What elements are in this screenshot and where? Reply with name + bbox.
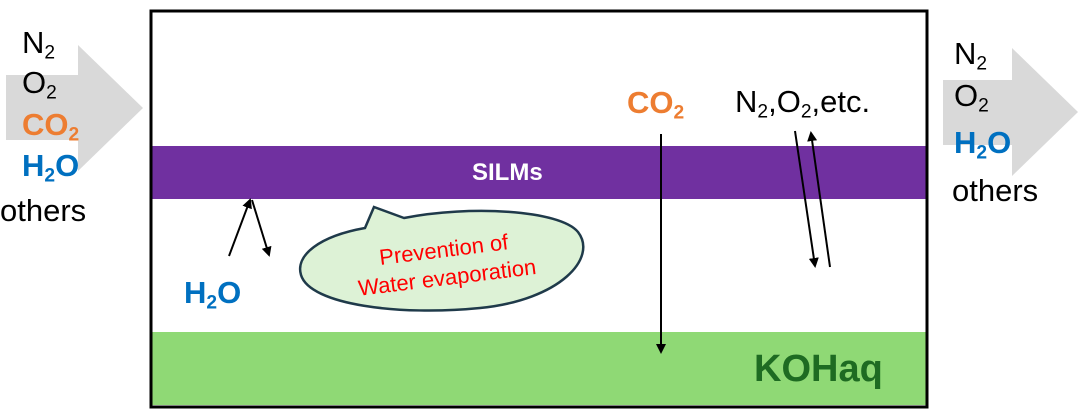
silm-label: SILMs [472,159,543,186]
outlet-h2o-label: H2O [954,125,1012,164]
outlet-o2-label: O2 [954,78,989,117]
silm-membrane-band [152,146,926,199]
h2o-down-arrow [251,199,272,257]
gases-etc-label: N2,O2,etc. [735,84,871,123]
chamber-h2o-label: H2O [184,275,242,314]
outlet-others-label: others [952,173,1039,208]
inlet-h2o-label: H2O [22,148,80,187]
gas-up-arrow [807,131,831,268]
co2-label: CO2 [627,85,685,124]
h2o-up-arrow [228,198,252,257]
koh-label: KOHaq [754,348,883,390]
koh-solution-band [152,332,926,405]
inlet-flow-arrow [6,45,143,171]
outlet-n2-label: N2 [954,36,988,75]
inlet-others-label: others [0,193,87,228]
gas-down-arrow [794,130,819,268]
inlet-o2-label: O2 [22,65,57,104]
inlet-co2-label: CO2 [22,107,80,146]
outlet-flow-arrow [943,48,1078,176]
inlet-n2-label: N2 [22,25,56,64]
speech-bubble [298,205,585,312]
